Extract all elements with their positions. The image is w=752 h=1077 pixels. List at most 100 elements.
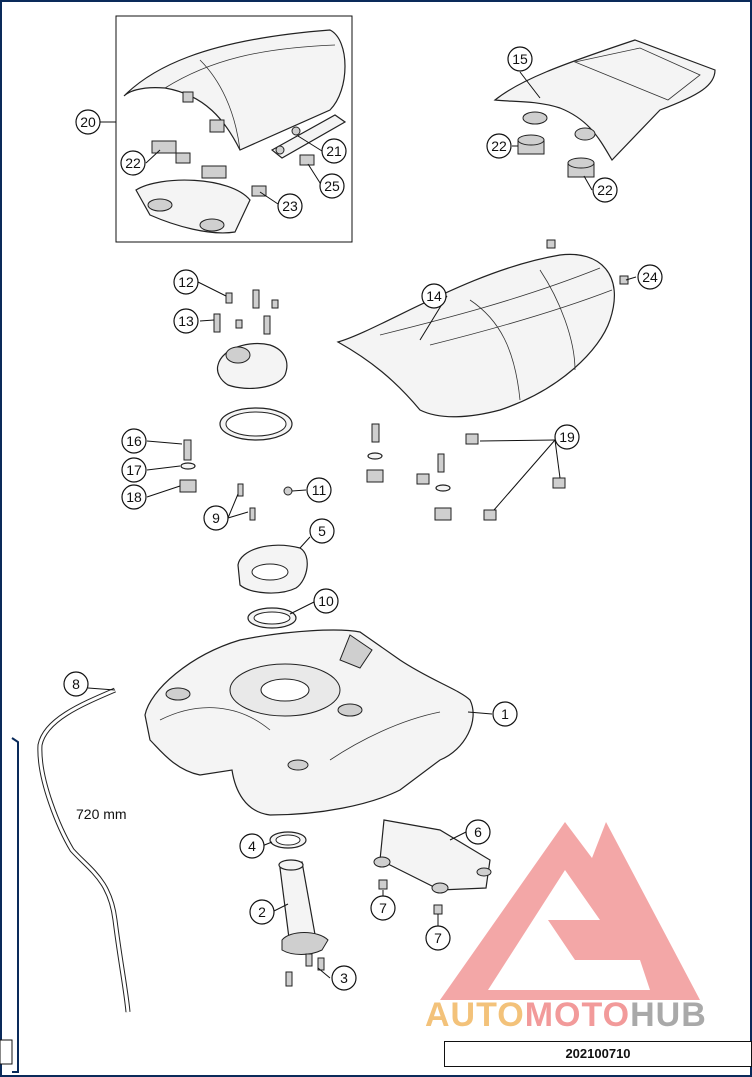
callout-number: 19 xyxy=(559,429,575,445)
callout-circle xyxy=(277,193,303,219)
callout-number: 6 xyxy=(474,824,482,840)
callout-circle xyxy=(75,109,101,135)
callout-number: 7 xyxy=(379,900,387,916)
callout-circle xyxy=(507,46,533,72)
callout-number: 7 xyxy=(434,930,442,946)
callout-circle xyxy=(121,428,147,454)
callout-circle xyxy=(173,269,199,295)
callout-circle xyxy=(319,173,345,199)
seat-base-inset xyxy=(135,179,251,234)
hose-length-label: 720 mm xyxy=(76,806,127,822)
callout-number: 12 xyxy=(178,274,194,290)
callout-c20: 20 xyxy=(75,109,101,135)
callout-c6: 6 xyxy=(465,819,491,845)
callout-circle xyxy=(120,150,146,176)
callout-c18: 18 xyxy=(121,484,147,510)
fasteners-16-17-18 xyxy=(179,423,452,521)
callout-c21: 21 xyxy=(321,138,347,164)
callout-number: 21 xyxy=(326,143,342,159)
drawing-number: 202100710 xyxy=(444,1041,752,1067)
callout-number: 20 xyxy=(80,114,96,130)
callout-c13: 13 xyxy=(173,308,199,334)
callout-number: 22 xyxy=(597,182,613,198)
callout-c19: 19 xyxy=(554,424,580,450)
callout-number: 11 xyxy=(312,482,327,498)
callout-circle xyxy=(121,457,147,483)
callout-number: 22 xyxy=(491,138,507,154)
callout-number: 8 xyxy=(72,676,80,692)
callout-number: 16 xyxy=(126,433,142,449)
callout-c11: 11 xyxy=(306,477,332,503)
callout-c4: 4 xyxy=(239,833,265,859)
bolts-parts-12-13 xyxy=(213,289,279,335)
callout-circle xyxy=(203,505,229,531)
watermark-triangle xyxy=(440,822,700,1000)
watermark-text-auto: AUTO xyxy=(425,996,525,1034)
callout-circle xyxy=(554,424,580,450)
callout-number: 10 xyxy=(318,593,334,609)
callout-number: 3 xyxy=(340,970,348,986)
callout-circle xyxy=(63,671,89,697)
callout-circle xyxy=(370,895,396,921)
callout-c22a: 22 xyxy=(120,150,146,176)
callout-c22b: 22 xyxy=(486,133,512,159)
rear-seat-part-15 xyxy=(493,39,716,161)
callout-number: 13 xyxy=(178,313,194,329)
callout-number: 24 xyxy=(642,269,658,285)
screws-parts-9-11 xyxy=(237,483,293,521)
callout-c22c: 22 xyxy=(592,177,618,203)
seal-part-10 xyxy=(247,607,297,629)
callout-c23: 23 xyxy=(277,193,303,219)
callout-number: 18 xyxy=(126,489,142,505)
callout-number: 22 xyxy=(125,155,141,171)
callout-circle xyxy=(421,283,447,309)
callout-number: 23 xyxy=(282,198,298,214)
callout-number: 14 xyxy=(426,288,442,304)
fuel-cap-part xyxy=(216,342,293,441)
callout-c14: 14 xyxy=(421,283,447,309)
callout-circle xyxy=(465,819,491,845)
callout-circle xyxy=(309,518,335,544)
callout-c15: 15 xyxy=(507,46,533,72)
callout-number: 9 xyxy=(212,510,220,526)
callout-circle xyxy=(173,308,199,334)
callout-circle xyxy=(313,588,339,614)
callout-c2: 2 xyxy=(249,899,275,925)
o-ring-part-4 xyxy=(269,831,307,849)
callout-circle xyxy=(425,925,451,951)
watermark-logo: AUTOMOTOHUB xyxy=(425,995,745,1035)
callout-number: 5 xyxy=(318,523,326,539)
fuel-tank-part-1 xyxy=(144,629,474,816)
callout-circle xyxy=(331,965,357,991)
callout-c9: 9 xyxy=(203,505,229,531)
callout-c12: 12 xyxy=(173,269,199,295)
filler-neck-part-2 xyxy=(278,859,329,955)
callout-c7b: 7 xyxy=(425,925,451,951)
bracket-part-21 xyxy=(270,114,347,159)
screws-part-3 xyxy=(285,953,325,987)
callout-circle xyxy=(306,477,332,503)
leader-lines xyxy=(87,71,637,979)
callout-circle xyxy=(486,133,512,159)
callout-c16: 16 xyxy=(121,428,147,454)
inset-box xyxy=(115,15,353,243)
rider-seat-part-14 xyxy=(336,239,629,418)
callout-c8: 8 xyxy=(63,671,89,697)
callout-c10: 10 xyxy=(313,588,339,614)
rubber-mounts-part-19 xyxy=(416,433,566,521)
rubber-buffers-part-22-inset xyxy=(151,140,227,179)
callout-circle xyxy=(121,484,147,510)
callout-circle xyxy=(249,899,275,925)
callout-circle xyxy=(321,138,347,164)
fuel-pump-flange-part-5 xyxy=(237,544,308,594)
clip-parts-23-25 xyxy=(175,152,315,197)
side-tab xyxy=(0,1039,13,1065)
seat-cowl-part-20 xyxy=(123,29,346,151)
callout-circle xyxy=(239,833,265,859)
callout-number: 17 xyxy=(126,462,142,478)
part-callouts: 1234567789101112131415161718192021222222… xyxy=(63,46,663,991)
callout-c7a: 7 xyxy=(370,895,396,921)
rubber-buffers-part-22 xyxy=(517,134,595,178)
callout-number: 15 xyxy=(512,51,528,67)
